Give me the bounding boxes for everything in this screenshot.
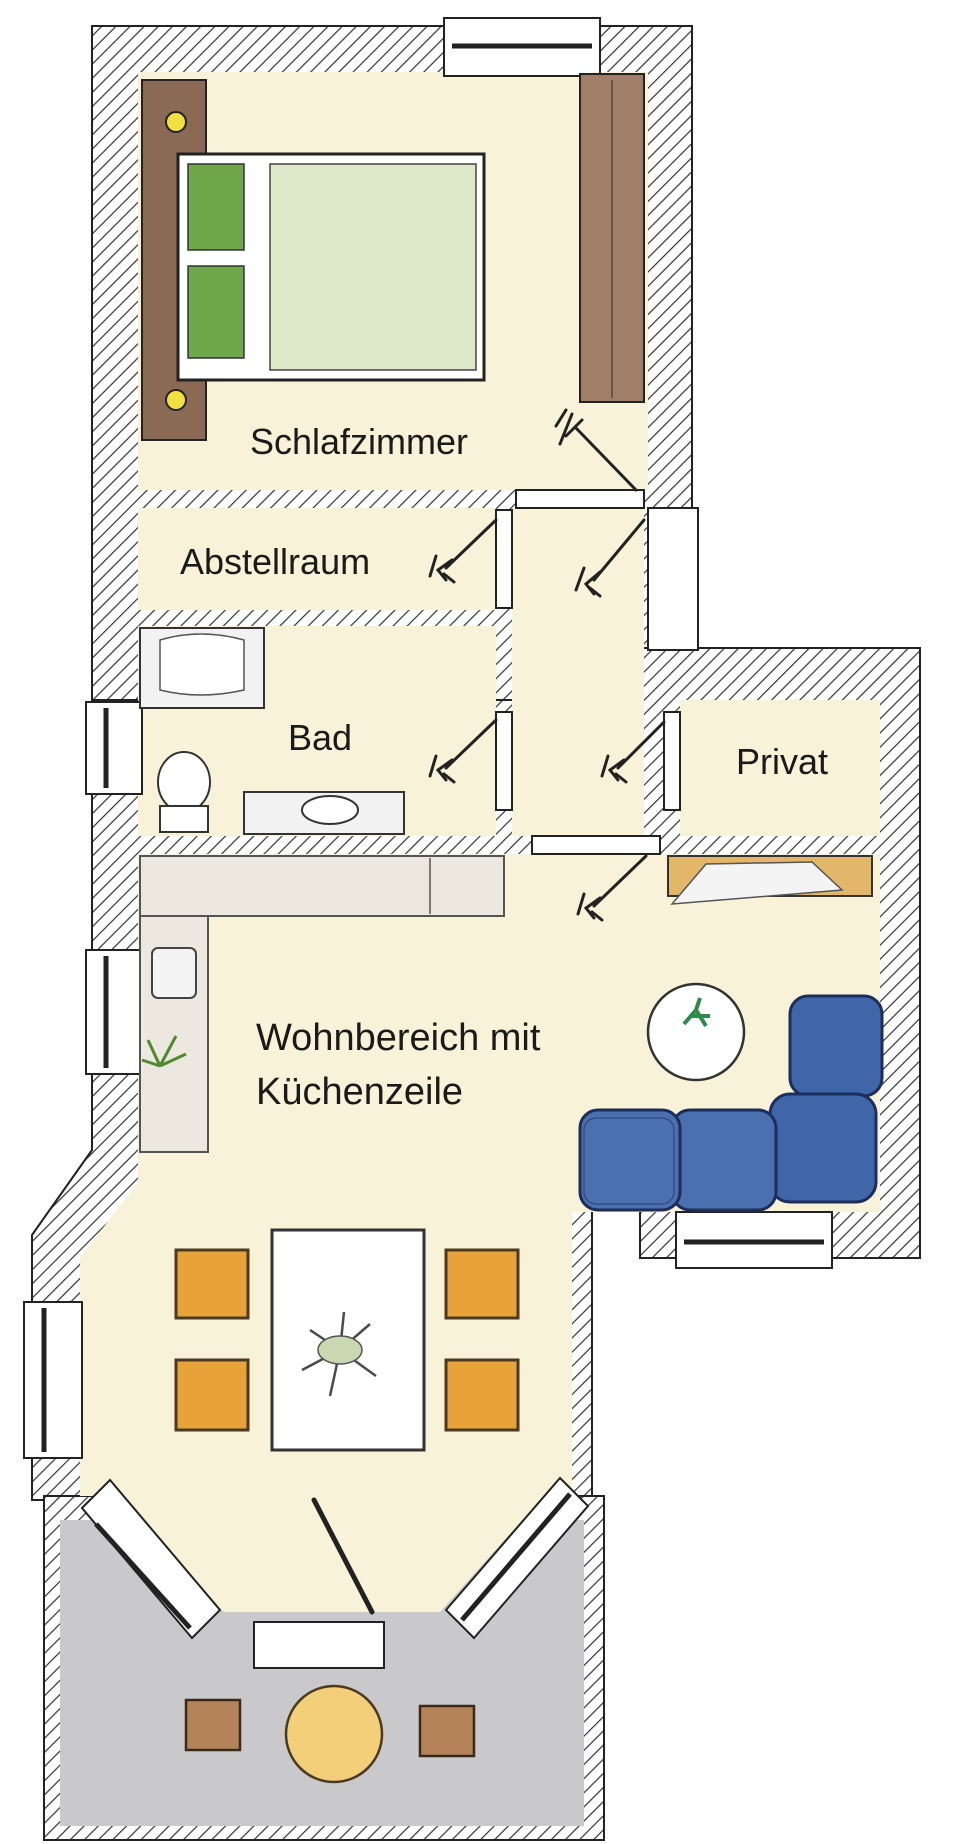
sofa-seat xyxy=(670,1108,778,1212)
toilet xyxy=(157,751,211,813)
door-key-icon-corridor xyxy=(574,518,646,598)
door-frame-abstellraum xyxy=(495,509,513,609)
label-schlafzimmer: Schlafzimmer xyxy=(250,421,468,462)
chair xyxy=(444,1358,520,1432)
shower-basin xyxy=(159,633,245,696)
window-top xyxy=(443,17,601,77)
door-key-icon-wohnbereich xyxy=(576,854,648,922)
keyboard xyxy=(670,861,844,905)
bathroom-fixtures xyxy=(139,627,405,835)
sofa-seat xyxy=(578,1108,682,1212)
lamp-icon xyxy=(165,111,187,133)
dining xyxy=(174,1228,520,1452)
plant-icon xyxy=(682,997,710,1028)
chair xyxy=(444,1248,520,1320)
windows xyxy=(23,17,833,1669)
window-kitchen-west xyxy=(85,949,143,1075)
label-wohnbereich-line2: Küchenzeile xyxy=(256,1071,463,1113)
chair xyxy=(174,1248,250,1320)
door-frames xyxy=(495,489,681,855)
floor-privat xyxy=(680,700,880,836)
balcony-chair xyxy=(418,1704,476,1758)
window-bad-west xyxy=(85,701,143,795)
door-frame-bad xyxy=(495,711,513,811)
sink xyxy=(301,795,359,825)
balcony-chair xyxy=(184,1698,242,1752)
door-key-icon-schlafzimmer xyxy=(554,408,638,492)
living-furniture xyxy=(578,982,884,1212)
balcony-table xyxy=(284,1684,384,1784)
door-frame-privat xyxy=(663,711,681,811)
sofa-armrest xyxy=(788,994,884,1098)
kitchen xyxy=(139,855,505,1153)
window-living-south xyxy=(675,1211,833,1269)
bed-blanket xyxy=(269,163,477,371)
floor-corridor xyxy=(512,508,644,836)
room-labels: Schlafzimmer Abstellraum Bad Privat Wohn… xyxy=(180,421,828,1113)
label-wohnbereich-line1: Wohnbereich mit xyxy=(256,1017,541,1059)
lamp-icon xyxy=(165,389,187,411)
label-privat: Privat xyxy=(736,741,828,782)
toilet-tank xyxy=(159,805,209,833)
kitchen-sink xyxy=(151,947,197,999)
living-sideboard xyxy=(667,855,873,905)
door-frame-wohnbereich xyxy=(531,835,661,855)
kitchen-counter-top xyxy=(139,855,505,917)
side-table xyxy=(646,982,746,1082)
door-frame-schlafzimmer xyxy=(515,489,645,509)
door-key-icon-bad xyxy=(428,718,498,784)
chair xyxy=(174,1358,250,1432)
balcony-furniture xyxy=(184,1684,476,1784)
sofa-seat xyxy=(583,1117,675,1205)
window-corridor-east xyxy=(647,507,699,651)
label-bad: Bad xyxy=(288,717,352,758)
pillow xyxy=(187,265,245,359)
window-bay-right xyxy=(444,1476,590,1640)
label-abstellraum: Abstellraum xyxy=(180,541,370,582)
window-balcony-door xyxy=(253,1621,385,1669)
door-key-icon-abstellraum xyxy=(428,518,498,584)
bedroom-furniture xyxy=(141,73,645,441)
window-bay-left xyxy=(80,1478,222,1640)
sofa-seat xyxy=(768,1092,878,1204)
doors xyxy=(311,408,666,1615)
door-key-icon-privat xyxy=(600,720,666,784)
plant-icon xyxy=(141,1035,187,1068)
pillow xyxy=(187,163,245,251)
window-dining-west xyxy=(23,1301,83,1459)
door-swing-balcony xyxy=(311,1497,375,1615)
